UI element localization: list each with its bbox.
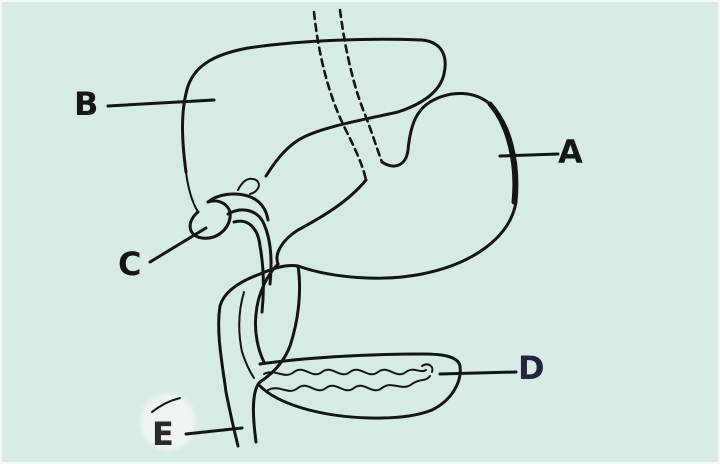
leader-line-c [150, 228, 206, 262]
leader-lines [108, 100, 558, 434]
pen-stroke-mark [152, 398, 180, 412]
leader-line-b [108, 100, 214, 106]
stomach [277, 93, 517, 278]
pancreas [260, 354, 460, 418]
oesophagus [314, 10, 382, 180]
duodenum [219, 264, 300, 446]
leader-line-a [500, 154, 558, 156]
label-d: D [518, 352, 545, 384]
label-a: A [558, 136, 583, 168]
label-c: C [118, 248, 141, 280]
label-b: B [74, 88, 98, 120]
liver [183, 39, 446, 212]
leader-line-d [440, 372, 516, 374]
label-e: E [152, 418, 174, 450]
